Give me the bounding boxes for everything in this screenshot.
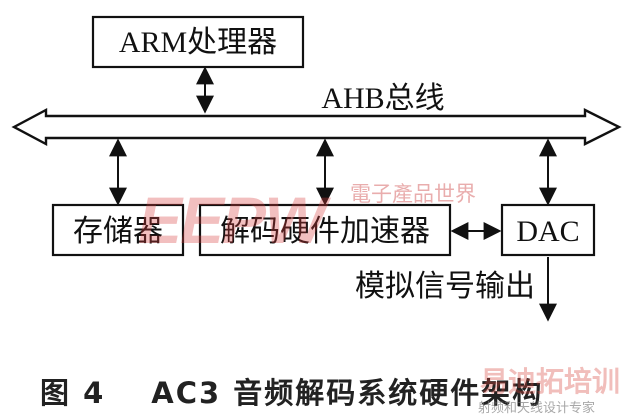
memory-label: 存储器 [73,215,163,248]
site-watermark: 易迪拓培训 [480,365,621,398]
ahb-bus-label: AHB总线 [321,82,444,115]
decoder-accelerator-label: 解码硬件加速器 [220,215,430,248]
slogan-watermark: 射频和天线设计专家 [478,401,596,416]
figure-title: AC3 音频解码系统硬件架构 [151,376,544,410]
dac-label: DAC [516,215,579,248]
decoder-accelerator-block: 解码硬件加速器 [198,203,452,257]
eepw-watermark-logo: EEPW [138,183,326,257]
memory-block: 存储器 [51,203,185,257]
publisher-watermark: 電子產品世界 [350,182,476,206]
analog-output-label: 模拟信号输出 [355,270,535,303]
figure-caption: 图 4 AC3 音频解码系统硬件架构 [40,370,543,412]
arm-processor-label: ARM处理器 [119,26,277,59]
figure-number: 图 4 [40,376,106,410]
dac-block: DAC [500,203,596,257]
arm-processor-block: ARM处理器 [91,15,305,69]
ahb-bus-arrow [11,108,622,146]
